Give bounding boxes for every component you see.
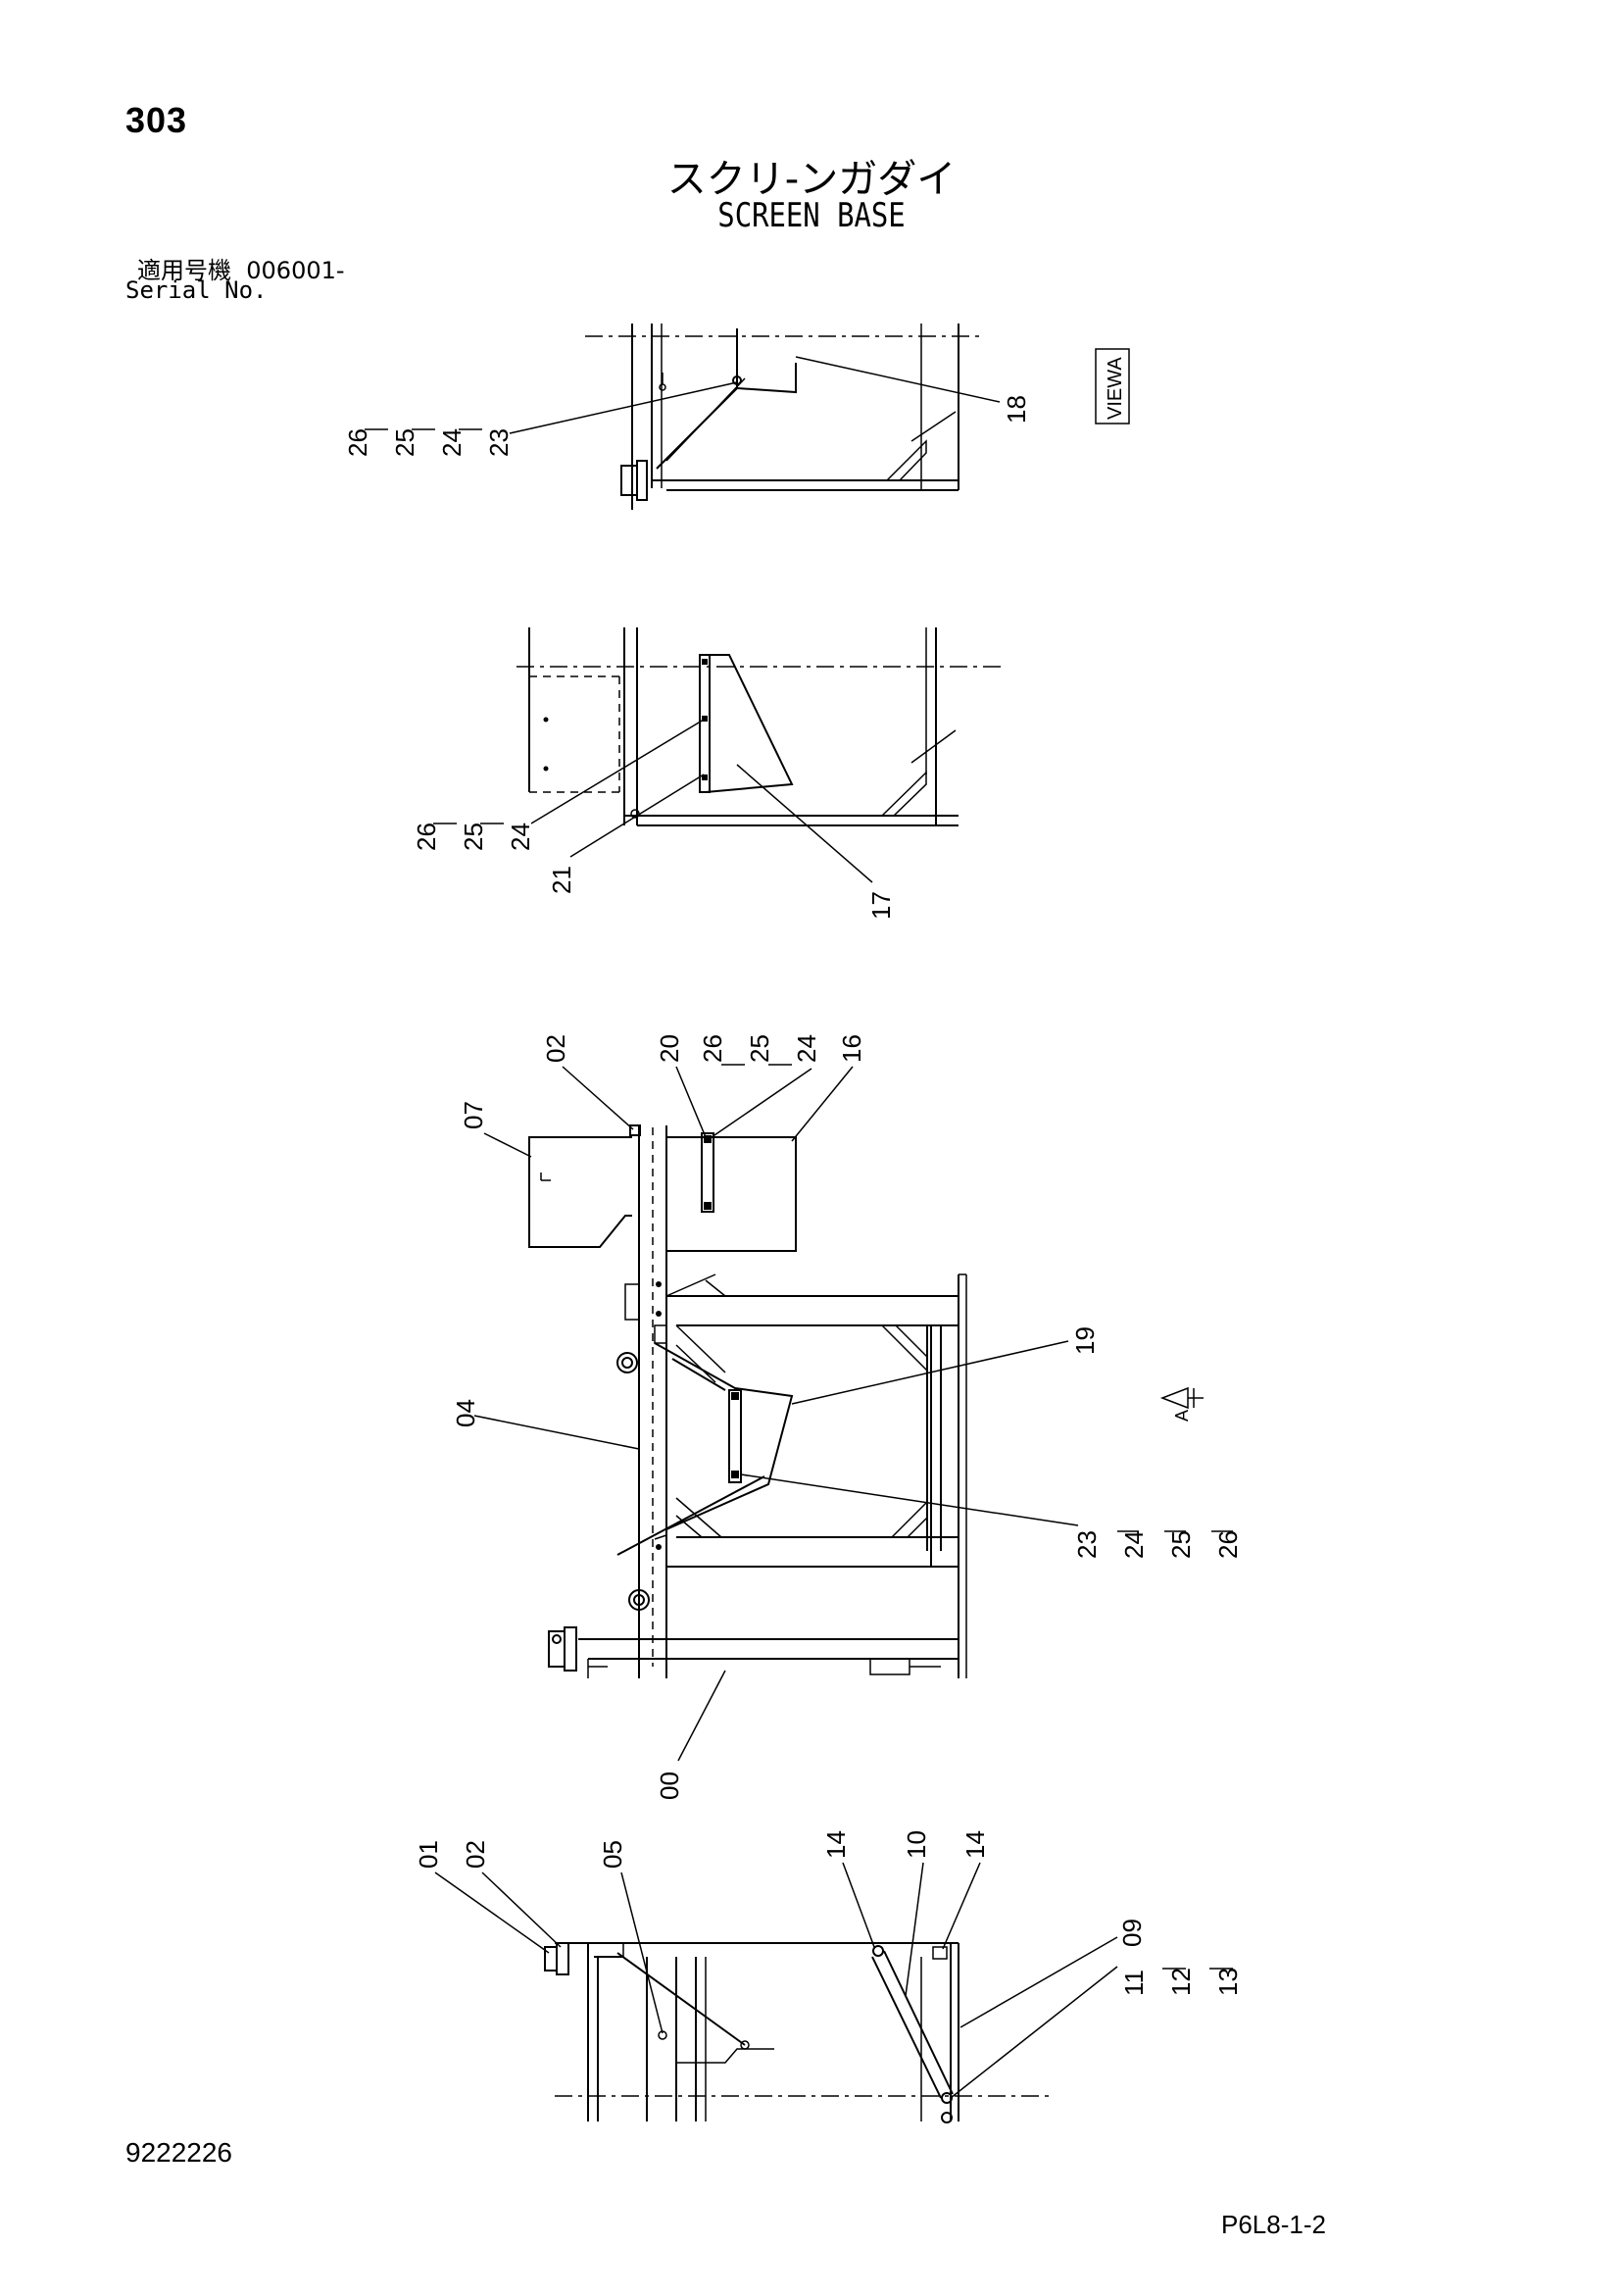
callout-25: 25: [1166, 1530, 1196, 1559]
callout-01: 01: [414, 1840, 443, 1869]
callout-10: 10: [902, 1830, 931, 1859]
callout-25: 25: [745, 1034, 774, 1063]
callout-24: 24: [506, 823, 535, 851]
view-a-arrow-letter: A: [1172, 1410, 1192, 1422]
callout-26: 26: [698, 1034, 727, 1063]
callout-26: 26: [1213, 1530, 1243, 1559]
callout-02: 02: [461, 1840, 490, 1869]
view-1-callouts: 26 25 24 23 18 VIEWA: [343, 348, 1130, 457]
view-a-label-box: [1095, 348, 1130, 424]
callout-12: 12: [1166, 1968, 1196, 1996]
document-number: 9222226: [125, 2137, 233, 2168]
callout-17: 17: [866, 891, 896, 920]
callout-00: 00: [655, 1772, 684, 1800]
callout-14: 14: [821, 1830, 851, 1859]
view-a-arrow-icon: A: [1159, 1386, 1204, 1422]
callout-21: 21: [547, 866, 576, 894]
page-number: 303: [125, 100, 188, 140]
callout-26: 26: [412, 823, 441, 851]
serial-label-japanese: 適用号機 006001-: [137, 257, 345, 284]
title-japanese: スクリ-ンガダイ: [666, 157, 957, 202]
callout-24: 24: [792, 1034, 821, 1063]
callout-23: 23: [1072, 1530, 1102, 1559]
callout-04: 04: [451, 1399, 480, 1427]
view-2-side-section: [516, 627, 1002, 826]
callout-25: 25: [459, 823, 488, 851]
callout-13: 13: [1213, 1968, 1243, 1996]
callout-26: 26: [343, 428, 372, 457]
callout-19: 19: [1070, 1326, 1100, 1355]
view-3-callouts: 02 20 26 25 24 16 07 04 19 23 24 25 26: [451, 1034, 1243, 1800]
callout-16: 16: [837, 1034, 866, 1063]
view-4-side-section: [544, 1942, 1055, 2123]
callout-25: 25: [390, 428, 419, 457]
view-a-label: VIEWA: [1105, 357, 1126, 420]
view-3-top-view: [528, 1124, 967, 1678]
callout-24: 24: [437, 428, 467, 457]
callout-05: 05: [598, 1840, 627, 1869]
callout-20: 20: [655, 1034, 684, 1063]
serial-label-english: Serial No.: [125, 276, 268, 304]
callout-24: 24: [1119, 1530, 1149, 1559]
callout-09: 09: [1117, 1919, 1147, 1947]
callout-11: 11: [1119, 1970, 1149, 1996]
callout-14: 14: [960, 1830, 990, 1859]
callout-23: 23: [484, 428, 514, 457]
page-code: P6L8-1-2: [1221, 2210, 1326, 2239]
callout-02: 02: [541, 1034, 570, 1063]
callout-07: 07: [459, 1101, 488, 1129]
view-4-callouts: 01 02 05 14 10 14 09 11 12 13: [414, 1830, 1243, 2099]
callout-18: 18: [1002, 395, 1031, 424]
view-1-side-section: [585, 324, 982, 510]
view-2-callouts: 26 25 24 21 17: [412, 719, 896, 920]
title-english: SCREEN BASE: [717, 196, 906, 235]
